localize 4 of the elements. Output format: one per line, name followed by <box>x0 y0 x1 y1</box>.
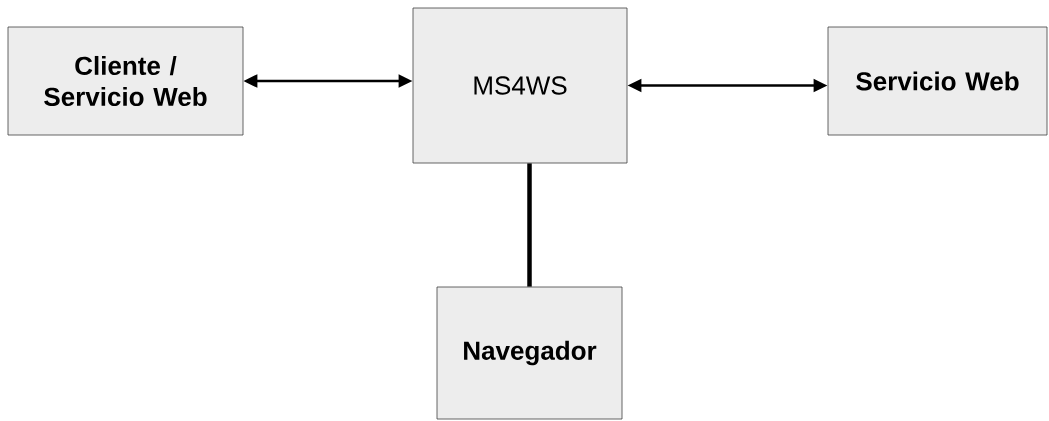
process-box: MS4WS <box>412 7 628 164</box>
process-box: Cliente / Servicio Web <box>7 26 244 136</box>
process-box: Navegador <box>436 286 623 420</box>
process-box: Servicio Web <box>827 26 1048 136</box>
